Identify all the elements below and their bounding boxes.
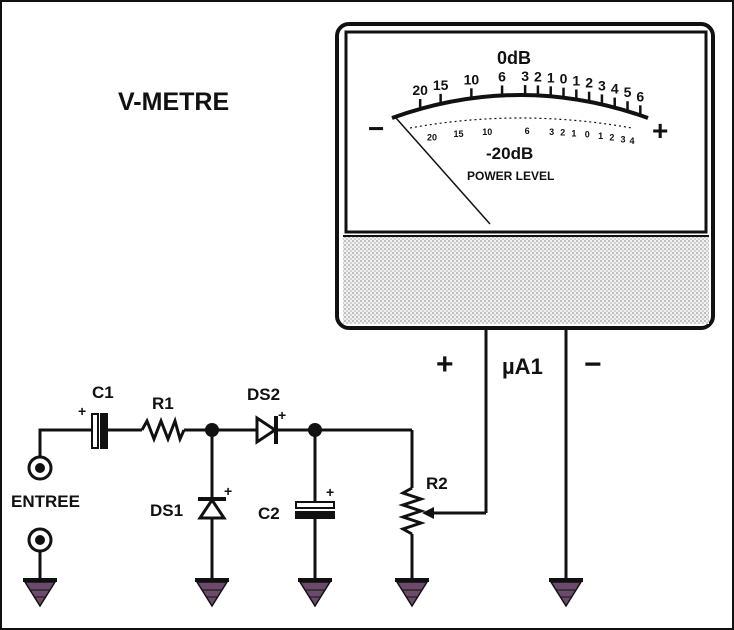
capacitor-c2	[295, 501, 335, 519]
scale-arc-outer	[391, 93, 649, 120]
ground-symbol	[195, 578, 229, 608]
scale-number-outer: 20	[412, 82, 428, 98]
meter-needle	[395, 117, 491, 225]
scale-number-inner: 4	[629, 136, 634, 146]
scale-number-inner: 1	[598, 131, 603, 141]
scale-number-inner: 10	[482, 127, 492, 137]
scale-number-inner: 6	[525, 126, 530, 136]
ground-symbol	[395, 578, 429, 608]
label-entree: ENTREE	[11, 492, 80, 511]
meter-face	[344, 30, 708, 234]
resistor-r1	[140, 416, 186, 444]
scale-number-outer: 1	[572, 72, 580, 88]
label-power-level: POWER LEVEL	[467, 169, 554, 183]
potentiometer-r2	[398, 486, 434, 536]
ground-symbol	[23, 578, 57, 608]
scale-number-outer: 5	[624, 84, 632, 100]
scale-number-outer: 0	[560, 71, 568, 87]
scale-number-inner: 3	[549, 127, 554, 137]
scale-ticks-outer	[418, 85, 642, 116]
scale-number-outer: 1	[547, 69, 555, 85]
scale-number-inner: 3	[621, 134, 626, 144]
label-c1: C1	[92, 383, 114, 402]
scale-number-outer: 10	[464, 71, 480, 87]
scale-number-outer: 2	[534, 68, 542, 84]
scale-number-inner: 2	[609, 133, 614, 143]
meter-minus-label: −	[584, 348, 602, 381]
scale-number-inner: 2	[560, 127, 565, 137]
label-r2: R2	[426, 474, 448, 493]
c1-polarity: +	[78, 403, 86, 419]
meter-leads	[433, 328, 568, 578]
diode-ds2	[255, 415, 278, 445]
scale-number-inner: 1	[571, 128, 576, 138]
c2-polarity: +	[326, 484, 334, 500]
diode-ds1	[197, 497, 227, 520]
label-r1: R1	[152, 394, 174, 413]
scale-number-outer: 3	[521, 68, 529, 84]
scale-number-outer: 6	[498, 68, 506, 84]
circuit-wires	[38, 428, 414, 578]
capacitor-c1	[91, 413, 108, 449]
scale-number-outer: 4	[611, 81, 619, 97]
label-c2: C2	[258, 504, 280, 523]
input-jack-bottom	[27, 527, 53, 553]
label-minus20db: -20dB	[486, 144, 533, 163]
meter-minus-sign: −	[368, 113, 384, 144]
ground-symbols	[23, 578, 583, 608]
junction-dot	[205, 423, 219, 437]
meter-plus-sign: +	[652, 115, 668, 146]
junction-dot	[308, 423, 322, 437]
ds1-polarity: +	[224, 483, 232, 499]
scale-number-inner: 15	[453, 129, 463, 139]
label-ds1: DS1	[150, 501, 183, 520]
meter-name-label: µA1	[502, 354, 543, 379]
meter-grille	[343, 236, 709, 324]
scale-arc-inner	[409, 117, 633, 129]
ground-symbol	[298, 578, 332, 608]
scale-number-inner: 0	[585, 130, 590, 140]
scale-number-outer: 15	[433, 77, 449, 93]
meter-plus-label: +	[436, 348, 454, 381]
page-title: V-METRE	[118, 88, 229, 116]
input-jack-top	[27, 455, 53, 481]
label-ds2: DS2	[247, 385, 280, 404]
scale-number-inner: 20	[427, 132, 437, 142]
scale-number-outer: 3	[598, 77, 606, 93]
ds2-polarity: +	[278, 407, 286, 423]
ground-symbol	[549, 578, 583, 608]
scale-number-outer: 6	[636, 88, 644, 104]
label-0db: 0dB	[497, 48, 531, 68]
scale-number-outer: 2	[585, 75, 593, 91]
